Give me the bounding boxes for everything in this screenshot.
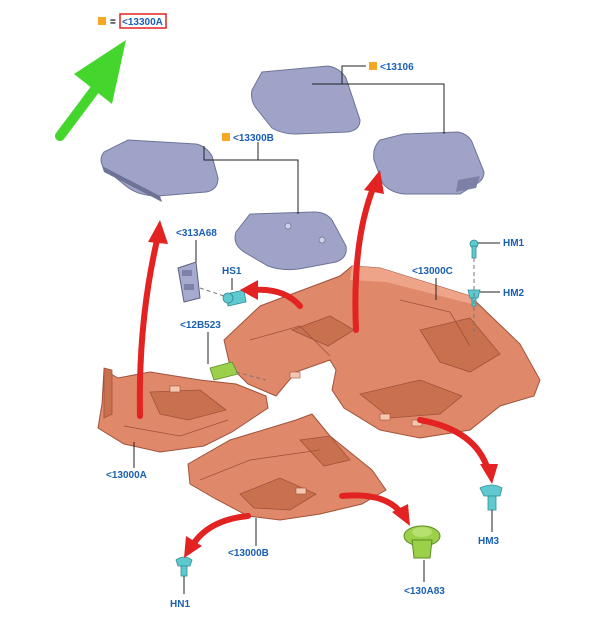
- label-13300B[interactable]: <13300B: [233, 133, 274, 144]
- marker-13300B: [222, 133, 230, 141]
- legend-ref-box[interactable]: [119, 13, 167, 29]
- label-12B523[interactable]: <12B523: [180, 320, 221, 331]
- label-HS1[interactable]: HS1: [222, 266, 242, 277]
- label-13000C[interactable]: <13000C: [412, 266, 453, 277]
- bracket-313A68[interactable]: [177, 261, 201, 303]
- label-HM1[interactable]: HM1: [503, 238, 525, 249]
- label-130A83[interactable]: <130A83: [404, 586, 445, 597]
- rear-carpet[interactable]: [223, 265, 541, 439]
- legend: = <13300A: [98, 13, 167, 29]
- hm1-stud[interactable]: [469, 239, 479, 259]
- label-HN1[interactable]: HN1: [170, 599, 190, 610]
- front-floor-mats[interactable]: [100, 139, 347, 271]
- clip-130A83[interactable]: [403, 525, 441, 559]
- pad-12B523[interactable]: [209, 361, 239, 381]
- label-HM2[interactable]: HM2: [503, 288, 525, 299]
- label-13000A[interactable]: <13000A: [106, 470, 147, 481]
- green-arrow: [55, 40, 126, 141]
- label-HM3[interactable]: HM3: [478, 536, 500, 547]
- label-13000B[interactable]: <13000B: [228, 548, 269, 559]
- hm3-clip[interactable]: [479, 484, 503, 511]
- label-13106[interactable]: <13106: [380, 62, 414, 73]
- front-right-carpet[interactable]: [187, 413, 387, 521]
- rear-floor-mats[interactable]: [251, 65, 485, 195]
- legend-marker: [98, 17, 106, 25]
- legend-equals: =: [110, 17, 116, 28]
- marker-13106: [369, 62, 377, 70]
- red-arrows: [136, 170, 498, 558]
- hn1-clip[interactable]: [175, 556, 193, 577]
- legend-ref-label[interactable]: <13300A: [122, 17, 163, 28]
- hs1-clip[interactable]: [222, 289, 247, 307]
- label-313A68[interactable]: <313A68: [176, 228, 217, 239]
